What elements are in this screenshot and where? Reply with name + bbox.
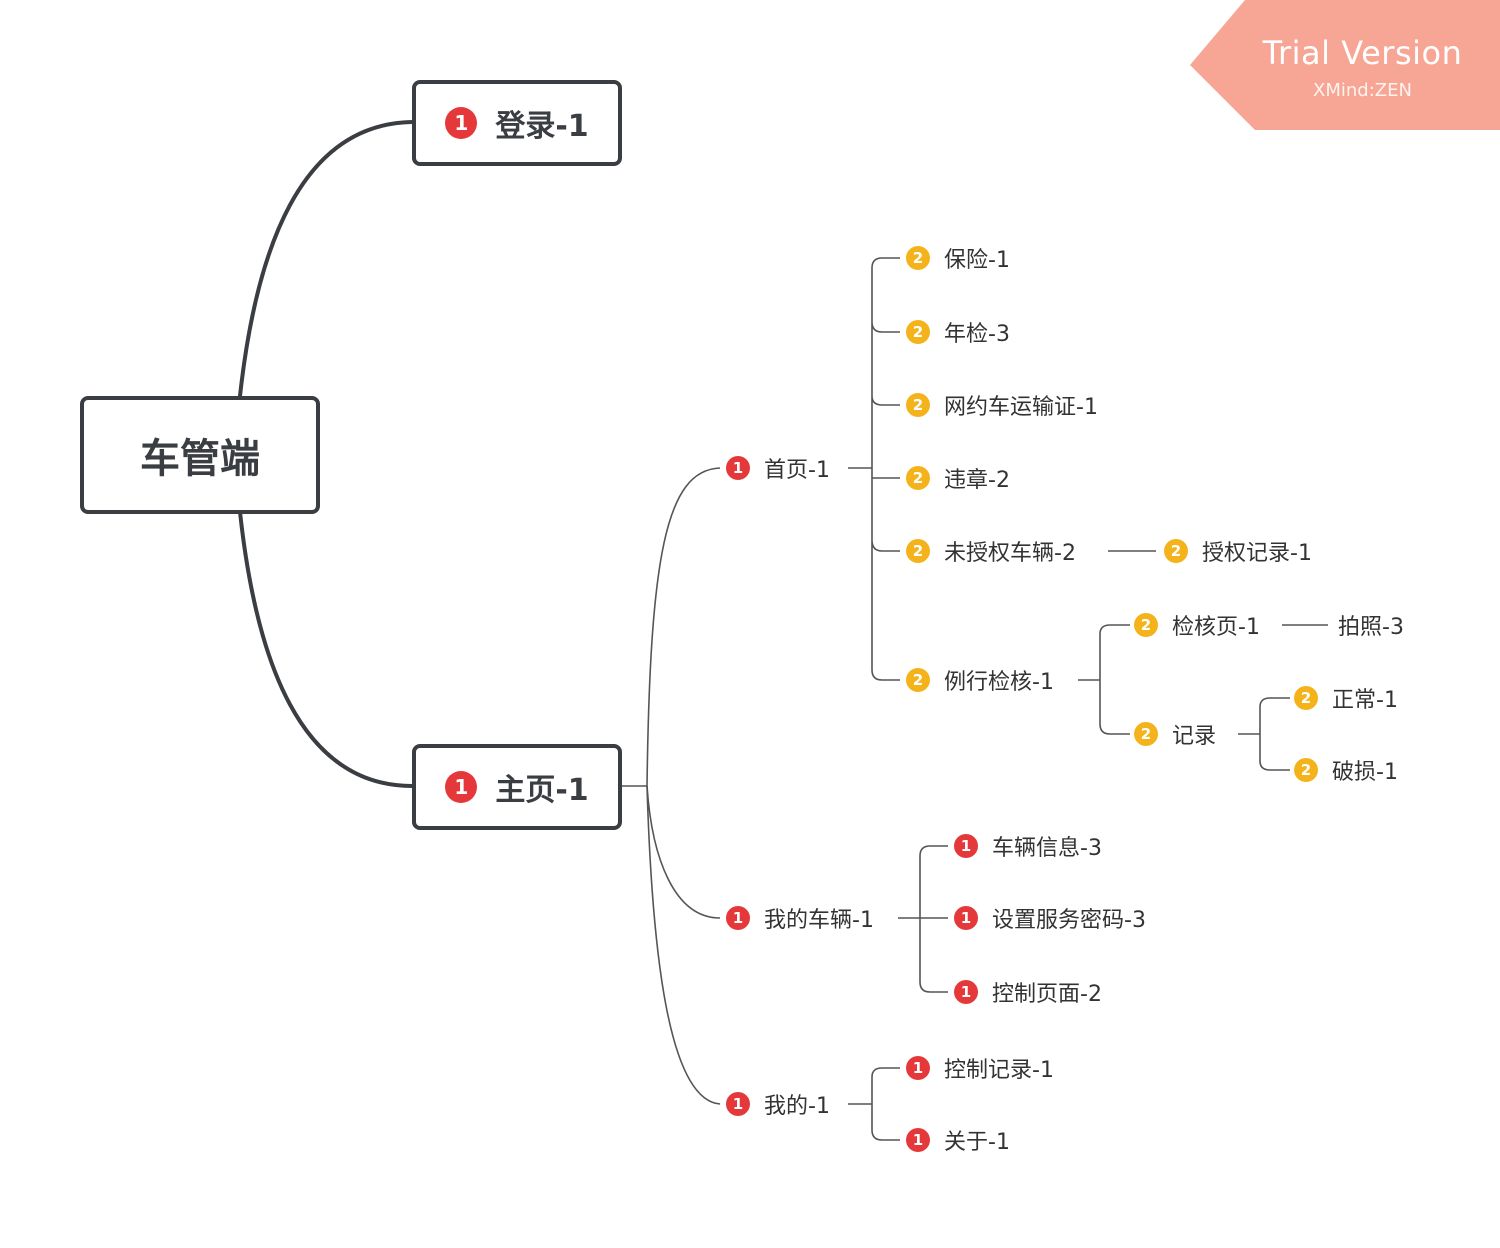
topic-home-label: 首页-1 <box>764 458 830 483</box>
topic-home[interactable]: 1 首页-1 <box>726 452 830 484</box>
link-myvehicle-bracket <box>898 845 948 993</box>
topic-svcpwd-label: 设置服务密码-3 <box>992 908 1146 933</box>
topic-insurance[interactable]: 2 保险-1 <box>906 242 1010 274</box>
link-routine-bracket <box>1078 624 1130 735</box>
topic-mine[interactable]: 1 我的-1 <box>726 1088 830 1120</box>
branch-main[interactable]: 1 主页-1 <box>412 744 622 830</box>
priority-1-icon: 1 <box>445 771 478 803</box>
link-root-main <box>238 510 414 788</box>
root-topic-label: 车管端 <box>140 436 260 482</box>
topic-permit-label: 网约车运输证-1 <box>944 395 1098 420</box>
link-main-mine <box>646 785 721 1105</box>
topic-records[interactable]: 2 记录 <box>1134 718 1216 750</box>
watermark-subtitle: XMind:ZEN <box>1313 80 1412 101</box>
link-main-myvehicle <box>646 785 721 919</box>
trial-watermark: Trial Version XMind:ZEN <box>1190 0 1500 130</box>
topic-normal[interactable]: 2 正常-1 <box>1294 682 1398 714</box>
topic-myvehicle-label: 我的车辆-1 <box>764 908 874 933</box>
priority-1-icon: 1 <box>954 980 978 1004</box>
priority-1-icon: 1 <box>726 456 750 480</box>
priority-2-icon: 2 <box>906 668 930 692</box>
watermark-title: Trial Version <box>1262 34 1463 72</box>
priority-2-icon: 2 <box>1294 758 1318 782</box>
topic-ctrlrec-label: 控制记录-1 <box>944 1058 1054 1083</box>
branch-main-label: 主页-1 <box>495 773 589 808</box>
priority-1-icon: 1 <box>726 1092 750 1116</box>
topic-unauth[interactable]: 2 未授权车辆-2 <box>906 535 1076 567</box>
topic-mine-label: 我的-1 <box>764 1094 830 1119</box>
priority-1-icon: 1 <box>445 107 478 139</box>
topic-permit[interactable]: 2 网约车运输证-1 <box>906 389 1098 421</box>
topic-checkpage[interactable]: 2 检核页-1 <box>1134 609 1260 641</box>
topic-violation[interactable]: 2 违章-2 <box>906 462 1010 494</box>
priority-2-icon: 2 <box>1134 613 1158 637</box>
topic-ctrlpage[interactable]: 1 控制页面-2 <box>954 976 1102 1008</box>
topic-ctrlrec[interactable]: 1 控制记录-1 <box>906 1052 1054 1084</box>
topic-authrec-label: 授权记录-1 <box>1202 541 1312 566</box>
link-home-bracket <box>848 257 900 681</box>
priority-1-icon: 1 <box>954 834 978 858</box>
priority-2-icon: 2 <box>906 246 930 270</box>
topic-myvehicle[interactable]: 1 我的车辆-1 <box>726 902 874 934</box>
priority-2-icon: 2 <box>1134 722 1158 746</box>
topic-damaged-label: 破损-1 <box>1332 760 1398 785</box>
topic-routine-label: 例行检核-1 <box>944 670 1054 695</box>
topic-checkpage-label: 检核页-1 <box>1172 615 1260 640</box>
priority-2-icon: 2 <box>906 320 930 344</box>
topic-records-label: 记录 <box>1172 724 1217 749</box>
topic-authrec[interactable]: 2 授权记录-1 <box>1164 535 1312 567</box>
link-mine-bracket <box>848 1067 900 1141</box>
branch-login-label: 登录-1 <box>495 109 589 144</box>
topic-vinfo-label: 车辆信息-3 <box>992 836 1102 861</box>
link-root-login <box>238 120 414 398</box>
priority-2-icon: 2 <box>1294 686 1318 710</box>
topic-vinfo[interactable]: 1 车辆信息-3 <box>954 830 1102 862</box>
topic-ctrlpage-label: 控制页面-2 <box>992 982 1102 1007</box>
priority-1-icon: 1 <box>906 1056 930 1080</box>
topic-damaged[interactable]: 2 破损-1 <box>1294 754 1398 786</box>
topic-normal-label: 正常-1 <box>1332 688 1398 713</box>
topic-violation-label: 违章-2 <box>944 468 1010 493</box>
priority-2-icon: 2 <box>906 539 930 563</box>
topic-about-label: 关于-1 <box>944 1130 1010 1155</box>
priority-2-icon: 2 <box>1164 539 1188 563</box>
watermark-banner-shape <box>1190 0 1500 130</box>
root-topic[interactable]: 车管端 <box>80 396 320 514</box>
topic-annual[interactable]: 2 年检-3 <box>906 316 1010 348</box>
priority-1-icon: 1 <box>954 906 978 930</box>
topic-insurance-label: 保险-1 <box>944 248 1010 273</box>
topic-routine[interactable]: 2 例行检核-1 <box>906 664 1054 696</box>
priority-2-icon: 2 <box>906 466 930 490</box>
topic-unauth-label: 未授权车辆-2 <box>944 541 1076 566</box>
topic-about[interactable]: 1 关于-1 <box>906 1124 1010 1156</box>
topic-photo-label: 拍照-3 <box>1338 615 1404 640</box>
priority-2-icon: 2 <box>906 393 930 417</box>
topic-annual-label: 年检-3 <box>944 322 1010 347</box>
link-records-bracket <box>1238 697 1290 771</box>
priority-1-icon: 1 <box>906 1128 930 1152</box>
topic-photo[interactable]: 拍照-3 <box>1338 609 1404 641</box>
link-main-home <box>622 467 721 787</box>
branch-login[interactable]: 1 登录-1 <box>412 80 622 166</box>
topic-svcpwd[interactable]: 1 设置服务密码-3 <box>954 902 1146 934</box>
priority-1-icon: 1 <box>726 906 750 930</box>
